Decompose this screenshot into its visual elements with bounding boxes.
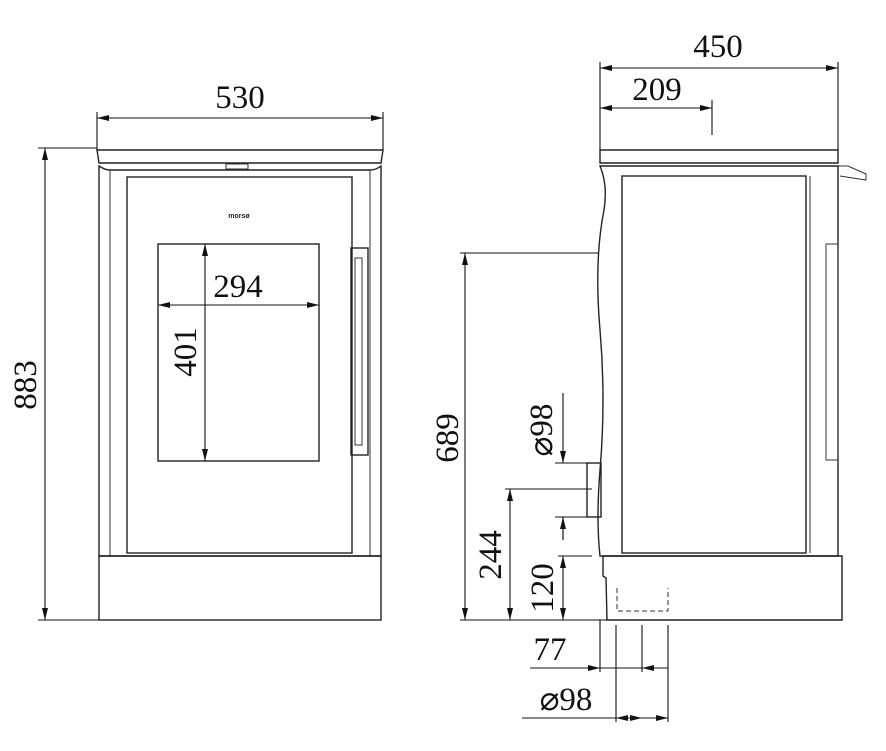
dim-bottom-outlet-diameter: ⌀98	[540, 682, 593, 718]
base	[98, 555, 382, 621]
glass-window	[157, 243, 320, 462]
dim-flue-offset: 209	[632, 72, 682, 108]
brand-logo: morsø	[228, 213, 250, 220]
dim-window-width: 294	[213, 269, 263, 305]
front-view: morsø 530 883 294 401	[8, 80, 384, 621]
dim-rear-outlet-height: 689	[430, 413, 466, 463]
door-handle	[350, 247, 369, 456]
dim-base-height: 120	[525, 563, 561, 613]
rear-outlet	[586, 462, 602, 518]
dim-bottom-outlet-offset: 77	[534, 632, 567, 668]
body-outline	[597, 165, 839, 557]
dim-rear-outlet-diameter: ⌀98	[524, 404, 560, 457]
side-panel	[621, 175, 807, 554]
dim-depth: 450	[693, 29, 743, 65]
dim-window-height: 401	[168, 327, 204, 377]
base	[602, 555, 843, 621]
top-plate	[96, 149, 384, 164]
top-plate	[599, 149, 839, 164]
door-panel	[126, 176, 353, 554]
dim-width: 530	[215, 80, 265, 116]
side-view: 450 209 689 ⌀98 244 120 77	[430, 29, 867, 722]
body-outline	[98, 164, 382, 557]
dim-height: 883	[8, 360, 44, 410]
dim-flue-center-height: 244	[473, 530, 509, 580]
